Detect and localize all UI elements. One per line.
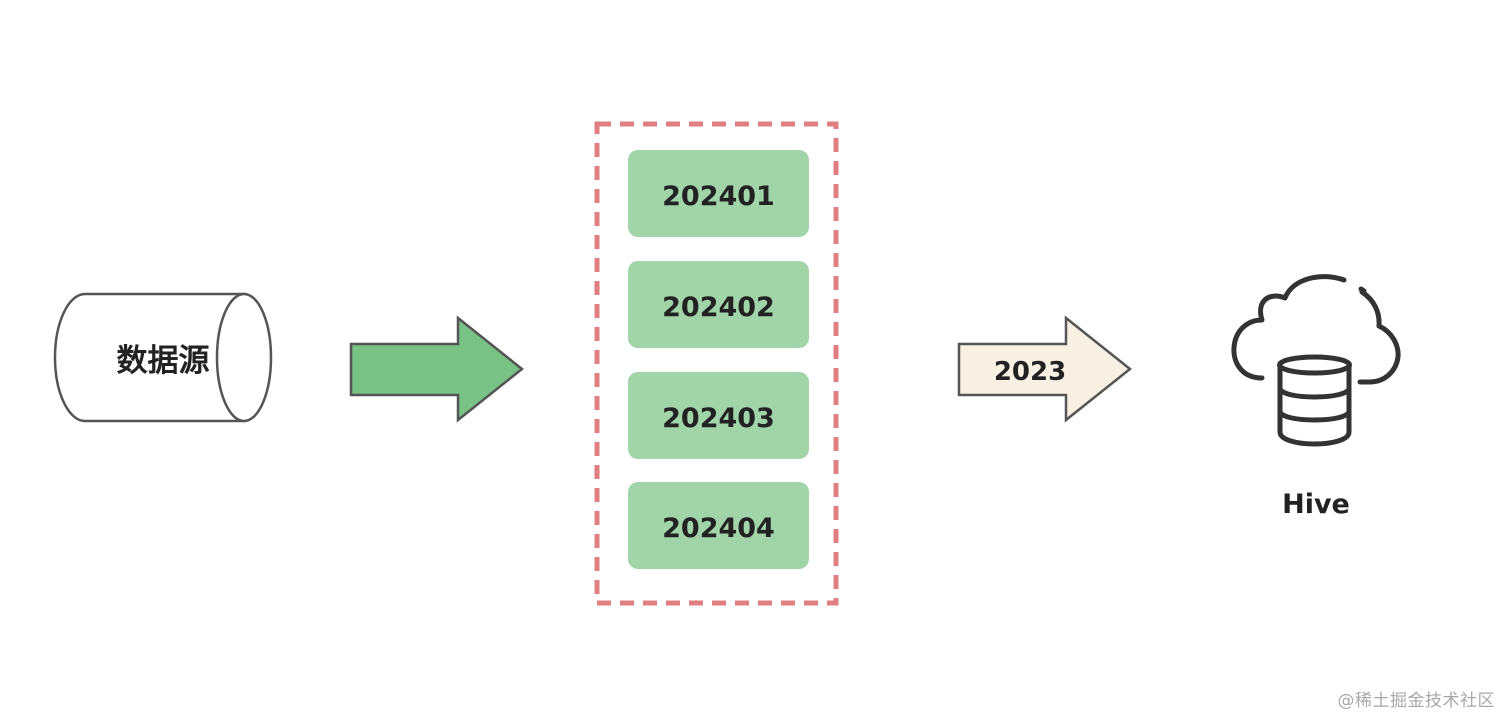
target-label: Hive xyxy=(1282,489,1350,520)
watermark: @稀土掘金技术社区 xyxy=(1337,691,1495,711)
cloud-database-icon xyxy=(1231,274,1401,447)
source-node: 数据源 xyxy=(53,292,273,423)
partition-item: 202403 xyxy=(628,372,809,459)
partition-container xyxy=(594,121,839,606)
partition-item: 202404 xyxy=(628,482,809,569)
partition-label: 202404 xyxy=(662,513,775,544)
partition-label: 202401 xyxy=(662,181,775,212)
year-arrow: 2023 xyxy=(957,315,1133,423)
partition-item: 202402 xyxy=(628,261,809,348)
cylinder-icon xyxy=(53,292,273,423)
year-label: 2023 xyxy=(994,357,1066,387)
partition-label: 202403 xyxy=(662,403,775,434)
partition-label: 202402 xyxy=(662,292,775,323)
target-node: Hive xyxy=(1231,274,1401,520)
arrow-right-icon xyxy=(957,315,1133,423)
arrow-right-icon xyxy=(349,315,525,423)
partition-item: 202401 xyxy=(628,150,809,237)
source-label: 数据源 xyxy=(117,343,210,379)
partition-group: 202401 202402 202403 202404 xyxy=(594,121,839,606)
